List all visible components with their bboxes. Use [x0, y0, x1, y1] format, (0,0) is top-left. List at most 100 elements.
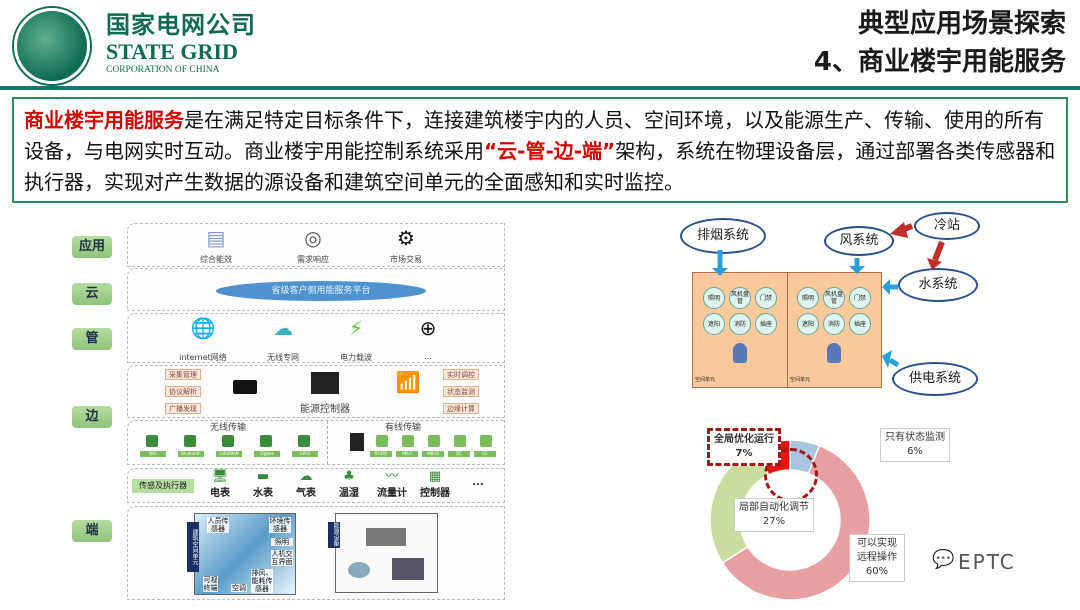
- sensor-label: 传感及执行器: [132, 479, 194, 493]
- pipe-item: internet网络: [179, 353, 227, 362]
- system-smoke: 排烟系统: [680, 218, 766, 254]
- person-icon: [733, 343, 747, 363]
- sensor-icon: 〰: [385, 469, 399, 484]
- watermark: EPTC: [958, 550, 1016, 574]
- intro-highlight: 商业楼宇用能服务: [24, 108, 184, 132]
- wired-item: CE: [474, 451, 496, 457]
- wifi-router-icon: 📶: [395, 370, 421, 394]
- system-cooling: 冷站: [914, 212, 980, 240]
- lightning-icon: ⚡: [348, 316, 364, 340]
- edge-tag: 采集管理: [165, 369, 201, 380]
- edge-tag: 实时调控: [443, 369, 479, 380]
- cloud-layer: 省级客户侧用能服务平台: [127, 268, 505, 311]
- arrow-cooling-water: [927, 258, 942, 270]
- system-power: 供电系统: [892, 362, 978, 396]
- wired-icon: [402, 435, 414, 447]
- sensor-item: 控制器: [420, 488, 450, 499]
- header-divider: [0, 86, 1080, 90]
- person-icon: [827, 343, 841, 363]
- building-cell: 插座: [849, 313, 871, 335]
- slice-value: 7%: [735, 448, 753, 459]
- wireless-icon: [298, 435, 310, 447]
- building-units: 空间单元 空间单元 照明风机盘管门禁遮阳消防插座照明风机盘管门禁遮阳消防插座: [692, 272, 882, 388]
- slice-value: 27%: [762, 516, 786, 527]
- sensor-item: ...: [472, 477, 484, 488]
- logo-en-name: STATE GRID: [106, 39, 238, 64]
- wireless-item: LoRaWAN: [216, 451, 242, 457]
- building-cell: 照明: [703, 287, 725, 309]
- layer-label-edge: 边: [72, 406, 112, 428]
- wireless-item: Zigbee: [254, 451, 280, 457]
- controller-label: 能源控制器: [300, 404, 350, 415]
- sensor-icon: ▬: [256, 469, 270, 484]
- factory-icon: [350, 433, 364, 451]
- slice-label: 局部自动化调节: [739, 502, 809, 513]
- building-note: 排风、能耗传感器: [251, 569, 273, 593]
- slide-subtitle: 4、商业楼宇用能服务: [813, 47, 1066, 77]
- building-cell: 风机盘管: [823, 287, 845, 309]
- wired-item: DC: [448, 451, 470, 457]
- sensor-item: 流量计: [377, 488, 407, 499]
- sensor-item: 水表: [253, 488, 273, 499]
- end-layer: 建筑空间单元 人员传感器 环境传感器 照明 人机交互界面 空调 排风、能耗传感器…: [127, 506, 505, 600]
- chiller-icon: [366, 528, 406, 546]
- wireless-icon: [260, 435, 272, 447]
- logo-cn-name: 国家电网公司: [106, 11, 256, 39]
- building-cell: 门禁: [755, 287, 777, 309]
- slice-label: 可以实现远程操作: [857, 538, 897, 563]
- wireless-icon: [146, 435, 158, 447]
- building-note: 空调: [231, 584, 247, 592]
- gear-icon: ⚙: [397, 226, 415, 250]
- arrow-water: [882, 279, 890, 295]
- building-cell: 遮阳: [797, 313, 819, 335]
- sensor-icon: ▦: [428, 469, 442, 484]
- pipe-layer: 🌐 ☁ ⚡ ⊕ internet网络 无线专网 电力载波 ...: [127, 313, 505, 363]
- callout-local: 局部自动化调节 27%: [734, 498, 814, 532]
- building-cell: 遮阳: [703, 313, 725, 335]
- arrow-cooling-air: [890, 222, 908, 238]
- layer-label-pipe: 管: [72, 328, 112, 350]
- sensor-item: 电表: [210, 488, 230, 499]
- building-cell: 门禁: [849, 287, 871, 309]
- unit-divider: [787, 273, 788, 387]
- arrow-power: [882, 350, 892, 368]
- wired-icon: [428, 435, 440, 447]
- wired-icon: [376, 435, 388, 447]
- building-cell: 消防: [823, 313, 845, 335]
- intro-text-1: 是在满足特定目标条件下，连接建筑楼宇内的人员、空间环境，以及能源生产、传输、使用…: [24, 108, 1044, 163]
- internet-globe-icon: 🌐: [190, 316, 216, 340]
- building-note: 照明: [271, 538, 293, 546]
- building-label: 建筑空间单元: [187, 522, 199, 572]
- app-item: 需求响应: [297, 255, 329, 264]
- wireless-item: GPRS: [292, 451, 318, 457]
- sensor-item: 温湿: [339, 488, 359, 499]
- wired-item: RS485: [370, 451, 392, 457]
- wired-title: 有线传输: [384, 423, 421, 433]
- wireless-cloud-icon: ☁: [273, 316, 293, 340]
- intro-quote: “云-管-边-端”: [484, 139, 616, 163]
- wireless-icon: [222, 435, 234, 447]
- efficiency-icon: ▤: [206, 226, 226, 250]
- wireless-title: 无线传输: [209, 423, 246, 433]
- building-note: 人机交互界面: [271, 550, 293, 566]
- edge-tag: 协议解析: [165, 386, 201, 397]
- building-note: 可视终端: [203, 576, 218, 592]
- pipe-item: 电力载波: [340, 353, 372, 362]
- unit-label: 空间单元: [695, 377, 716, 383]
- system-air: 风系统: [824, 226, 894, 256]
- wireless-icon: [184, 435, 196, 447]
- building-note: 人员传感器: [207, 517, 229, 533]
- chiller-icon: [392, 558, 424, 580]
- sensor-item: 气表: [296, 488, 316, 499]
- cloud-platform: 省级客户侧用能服务平台: [216, 281, 426, 301]
- target-icon: ◎: [304, 226, 322, 250]
- intro-box: 商业楼宇用能服务是在满足特定目标条件下，连接建筑楼宇内的人员、空间环境，以及能源…: [12, 97, 1068, 203]
- app-item: 市场交易: [390, 255, 422, 264]
- layer-label-app: 应用: [72, 236, 112, 258]
- edge-tag: 广播发现: [165, 403, 201, 414]
- wired-item: HPLC: [396, 451, 418, 457]
